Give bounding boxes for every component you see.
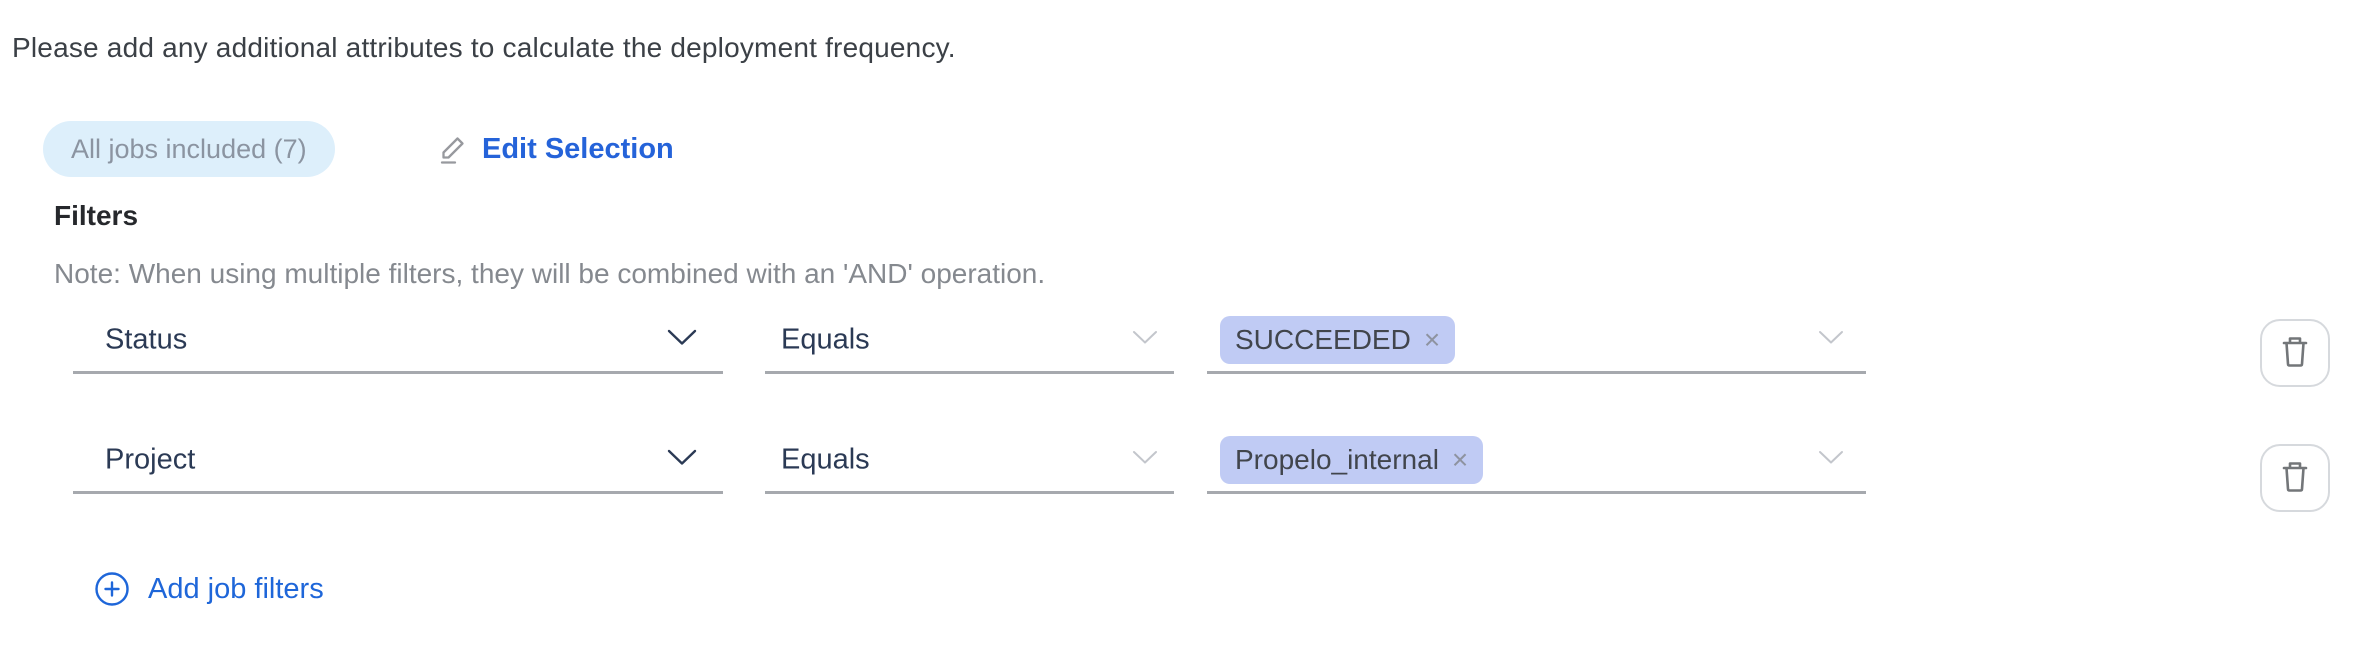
close-icon[interactable]: × <box>1423 324 1441 355</box>
chevron-down-icon <box>667 449 697 471</box>
filter-row: Status Equals SUCCEEDED × <box>0 308 2376 387</box>
intro-text: Please add any additional attributes to … <box>12 32 956 63</box>
trash-icon <box>2280 460 2310 497</box>
chevron-down-icon <box>1132 330 1158 350</box>
value-tag-label: Propelo_internal <box>1235 443 1439 475</box>
filter-row: Project Equals Propelo_internal × <box>0 428 2376 512</box>
chevron-down-icon <box>1132 450 1158 470</box>
attribute-select[interactable]: Project <box>73 428 723 494</box>
attribute-select-value: Status <box>105 323 188 355</box>
edit-selection-label: Edit Selection <box>482 132 674 165</box>
trash-icon <box>2280 335 2310 372</box>
value-tag: Propelo_internal × <box>1220 435 1484 484</box>
edit-selection-button[interactable]: Edit Selection <box>435 124 674 174</box>
operator-select[interactable]: Equals <box>765 308 1174 374</box>
delete-filter-button[interactable] <box>2260 319 2330 387</box>
value-tag: SUCCEEDED × <box>1220 315 1456 364</box>
add-job-filters-button[interactable]: Add job filters <box>93 570 324 608</box>
value-select[interactable]: Propelo_internal × <box>1207 428 1866 494</box>
operator-select-value: Equals <box>781 323 870 355</box>
circle-plus-icon <box>93 570 131 608</box>
operator-select-value: Equals <box>781 443 870 475</box>
chevron-down-icon <box>1818 330 1844 350</box>
attribute-select[interactable]: Status <box>73 308 723 374</box>
delete-filter-button[interactable] <box>2260 444 2330 512</box>
filters-note: Note: When using multiple filters, they … <box>54 258 1046 289</box>
chevron-down-icon <box>667 329 697 351</box>
filters-heading: Filters <box>54 200 139 231</box>
add-job-filters-label: Add job filters <box>148 572 324 605</box>
attribute-select-value: Project <box>105 443 196 475</box>
pencil-icon <box>435 132 469 166</box>
chevron-down-icon <box>1818 450 1844 470</box>
close-icon[interactable]: × <box>1451 444 1469 475</box>
jobs-included-badge: All jobs included (7) <box>43 121 335 177</box>
value-select[interactable]: SUCCEEDED × <box>1207 308 1866 374</box>
value-tag-label: SUCCEEDED <box>1235 323 1411 355</box>
operator-select[interactable]: Equals <box>765 428 1174 494</box>
